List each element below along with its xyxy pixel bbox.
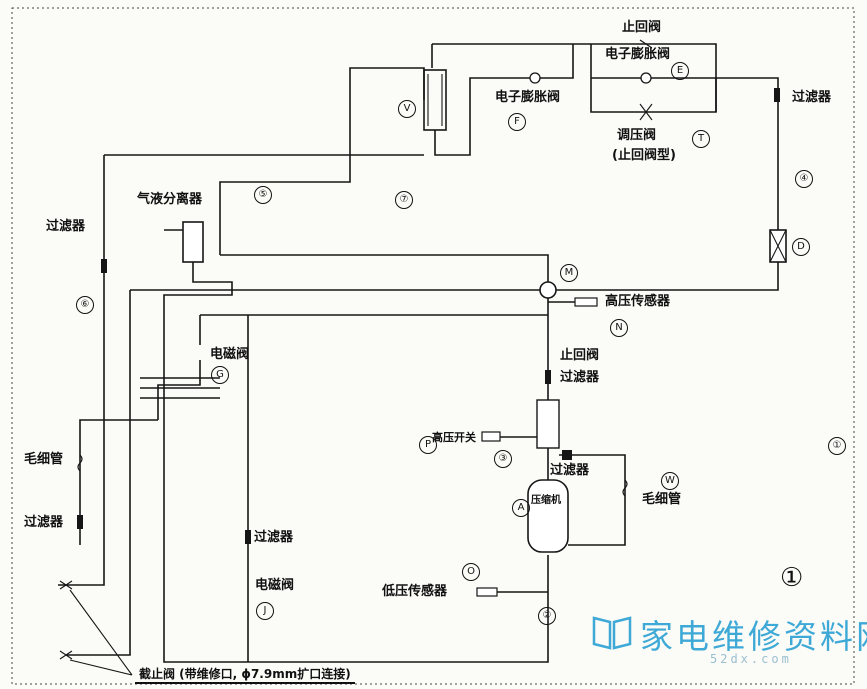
solenoid-valve-j-label: 电磁阀 [255, 578, 295, 593]
capillary-left-label: 毛细管 [24, 452, 64, 467]
marker-4: ④ [795, 170, 813, 188]
marker-a: A [512, 499, 530, 517]
marker-v: V [398, 100, 416, 118]
heat-exchanger-v [423, 69, 447, 131]
marker-p: P [419, 436, 437, 454]
high-pressure-switch-label: 高压开关 [432, 431, 476, 444]
marker-w: W [661, 472, 679, 490]
marker-e: E [671, 62, 689, 80]
check-valve-mid-label: 止回阀 [560, 348, 600, 363]
compressor [527, 479, 569, 553]
solenoid-valve-g-label: 电磁阀 [210, 347, 250, 362]
filter-left-top-label: 过滤器 [46, 219, 86, 234]
gas-liquid-separator [182, 221, 204, 263]
marker-d: D [792, 238, 810, 256]
filter-right-label: 过滤器 [792, 90, 832, 105]
marker-j: J [256, 602, 274, 620]
filter-bottom-mid-label: 过滤器 [254, 530, 294, 545]
accumulator [536, 399, 560, 449]
pressure-regulating-valve-label: 调压阀 [617, 128, 657, 143]
stop-valve-caption: 截止阀 (带维修口, ϕ7.9mm扩口连接) [135, 665, 355, 684]
electronic-expansion-valve-f-label: 电子膨胀阀 [495, 90, 561, 105]
filter-mid-label: 过滤器 [560, 370, 600, 385]
capillary-w-label: 毛细管 [642, 492, 682, 507]
filter-left-bottom-label: 过滤器 [24, 515, 64, 530]
check-valve-top-label: 止回阀 [622, 20, 662, 35]
gas-liquid-separator-label: 气液分离器 [137, 192, 203, 207]
compressor-label: 压缩机 [531, 495, 561, 506]
electronic-expansion-valve-e-label: 电子膨胀阀 [605, 47, 671, 62]
marker-n: N [610, 319, 628, 337]
filter-after-separator-label: 过滤器 [550, 463, 590, 478]
marker-2: ② [538, 607, 556, 625]
low-pressure-sensor-label: 低压传感器 [382, 584, 448, 599]
marker-1: ① [828, 437, 846, 455]
watermark-url: 52dx.com [710, 652, 792, 666]
four-way-valve-m [539, 281, 557, 299]
book-logo-icon [592, 616, 632, 650]
high-pressure-sensor-label: 高压传感器 [605, 294, 671, 309]
marker-6: ⑥ [76, 296, 94, 314]
marker-o: O [462, 563, 480, 581]
marker-7: ⑦ [395, 191, 413, 209]
marker-m: M [560, 264, 578, 282]
figure-number: ① [780, 563, 804, 593]
marker-g: G [211, 366, 229, 384]
pressure-regulating-valve-type-label: (止回阀型) [612, 148, 676, 163]
watermark-text: 家电维修资料网 [640, 617, 867, 656]
marker-t: T [692, 130, 710, 148]
marker-f: F [508, 113, 526, 131]
marker-3: ③ [494, 450, 512, 468]
marker-5: ⑤ [254, 186, 272, 204]
